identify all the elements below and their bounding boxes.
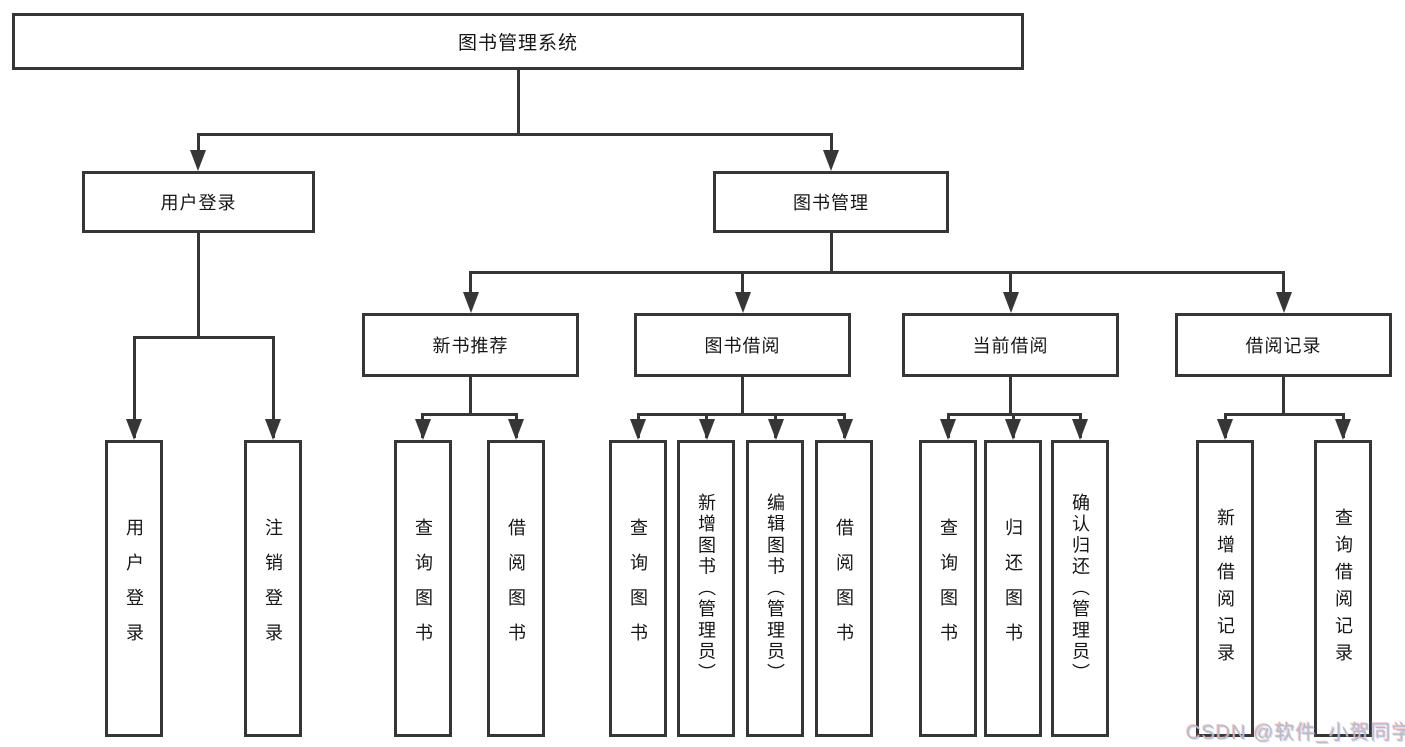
csdn-watermark: CSDN @软件_小贺同学 bbox=[1186, 722, 1405, 744]
leaf-query-books-recommend: 查询图书 bbox=[394, 440, 452, 737]
connector-bookmgmt-stem bbox=[829, 233, 833, 274]
connector-groupE-stem bbox=[1282, 377, 1285, 416]
leaf-label: 查询借阅记录 bbox=[1333, 507, 1353, 670]
connector-userlogin-bar bbox=[132, 336, 275, 339]
node-user-login: 用户登录 bbox=[82, 171, 315, 233]
arrow-down-icon bbox=[1005, 419, 1021, 440]
arrow-down-icon bbox=[698, 419, 715, 440]
connector-userlogin-child-stem bbox=[132, 336, 136, 438]
arrow-down-icon bbox=[1275, 292, 1292, 313]
leaf-label: 查询图书 bbox=[938, 518, 958, 659]
leaf-query-books-borrow: 查询图书 bbox=[609, 440, 667, 737]
connector-level2-stem-right bbox=[829, 133, 833, 166]
connector-groupD-stem bbox=[1009, 377, 1012, 416]
leaf-label: 编辑图书（管理员） bbox=[765, 492, 785, 685]
connector-groupE-bar bbox=[1223, 413, 1345, 416]
arrow-down-icon bbox=[836, 419, 853, 440]
leaf-borrow-books-recommend: 借阅图书 bbox=[487, 440, 545, 737]
connector-groupC-stem bbox=[741, 377, 744, 416]
node-borrow-records: 借阅记录 bbox=[1175, 313, 1392, 377]
connector-root-stem bbox=[516, 68, 520, 133]
connector-groupB-stem bbox=[469, 377, 472, 416]
leaf-confirm-return-admin: 确认归还（管理员） bbox=[1051, 440, 1109, 737]
node-new-book-recommend: 新书推荐 bbox=[362, 313, 579, 377]
connector-level3-stem bbox=[469, 271, 472, 304]
leaf-return-books: 归还图书 bbox=[984, 440, 1042, 737]
leaf-borrow-books: 借阅图书 bbox=[815, 440, 873, 737]
arrow-down-icon bbox=[767, 419, 784, 440]
leaf-label: 查询图书 bbox=[628, 518, 648, 659]
leaf-query-borrow-record: 查询借阅记录 bbox=[1314, 440, 1372, 737]
arrow-down-icon bbox=[1072, 419, 1088, 440]
leaf-label: 新增借阅记录 bbox=[1215, 507, 1235, 670]
leaf-add-borrow-record: 新增借阅记录 bbox=[1196, 440, 1254, 737]
arrow-down-icon bbox=[1217, 419, 1233, 440]
leaf-edit-books-admin: 编辑图书（管理员） bbox=[746, 440, 804, 737]
leaf-label: 归还图书 bbox=[1003, 518, 1023, 659]
arrow-down-icon bbox=[265, 419, 281, 440]
connector-userlogin-stem bbox=[196, 233, 200, 336]
connector-level3-bar bbox=[469, 271, 1285, 274]
connector-level3-stem bbox=[1009, 271, 1012, 304]
connector-level3-stem bbox=[741, 271, 744, 304]
leaf-label: 注销登录 bbox=[263, 518, 283, 659]
connector-level2-stem-left bbox=[196, 133, 200, 166]
arrow-down-icon bbox=[940, 419, 956, 440]
connector-userlogin-child-stem bbox=[271, 336, 275, 438]
leaf-label: 借阅图书 bbox=[834, 518, 854, 659]
connector-groupB-bar bbox=[421, 413, 517, 416]
leaf-add-books-admin: 新增图书（管理员） bbox=[677, 440, 735, 737]
arrow-down-icon bbox=[190, 150, 206, 171]
arrow-down-icon bbox=[823, 150, 839, 171]
arrow-down-icon bbox=[462, 292, 479, 313]
leaf-label: 查询图书 bbox=[413, 518, 433, 659]
connector-level2-bar bbox=[196, 133, 833, 136]
arrow-down-icon bbox=[414, 419, 431, 440]
leaf-label: 借阅图书 bbox=[506, 518, 526, 659]
arrow-down-icon bbox=[734, 292, 751, 313]
connector-level3-stem bbox=[1282, 271, 1285, 304]
leaf-label: 新增图书（管理员） bbox=[696, 492, 716, 685]
leaf-user-login: 用户登录 bbox=[105, 440, 163, 737]
node-current-borrow: 当前借阅 bbox=[902, 313, 1119, 377]
leaf-logout-login: 注销登录 bbox=[244, 440, 302, 737]
arrow-down-icon bbox=[1002, 292, 1019, 313]
node-book-borrow: 图书借阅 bbox=[634, 313, 851, 377]
arrow-down-icon bbox=[630, 419, 646, 440]
arrow-down-icon bbox=[508, 419, 524, 440]
leaf-label: 用户登录 bbox=[124, 518, 144, 659]
arrow-down-icon bbox=[1335, 419, 1351, 440]
node-root: 图书管理系统 bbox=[12, 13, 1024, 70]
leaf-query-books-current: 查询图书 bbox=[919, 440, 977, 737]
arrow-down-icon bbox=[126, 419, 142, 440]
node-book-management: 图书管理 bbox=[713, 171, 949, 233]
leaf-label: 确认归还（管理员） bbox=[1070, 492, 1090, 685]
connector-groupC-bar bbox=[636, 413, 846, 416]
